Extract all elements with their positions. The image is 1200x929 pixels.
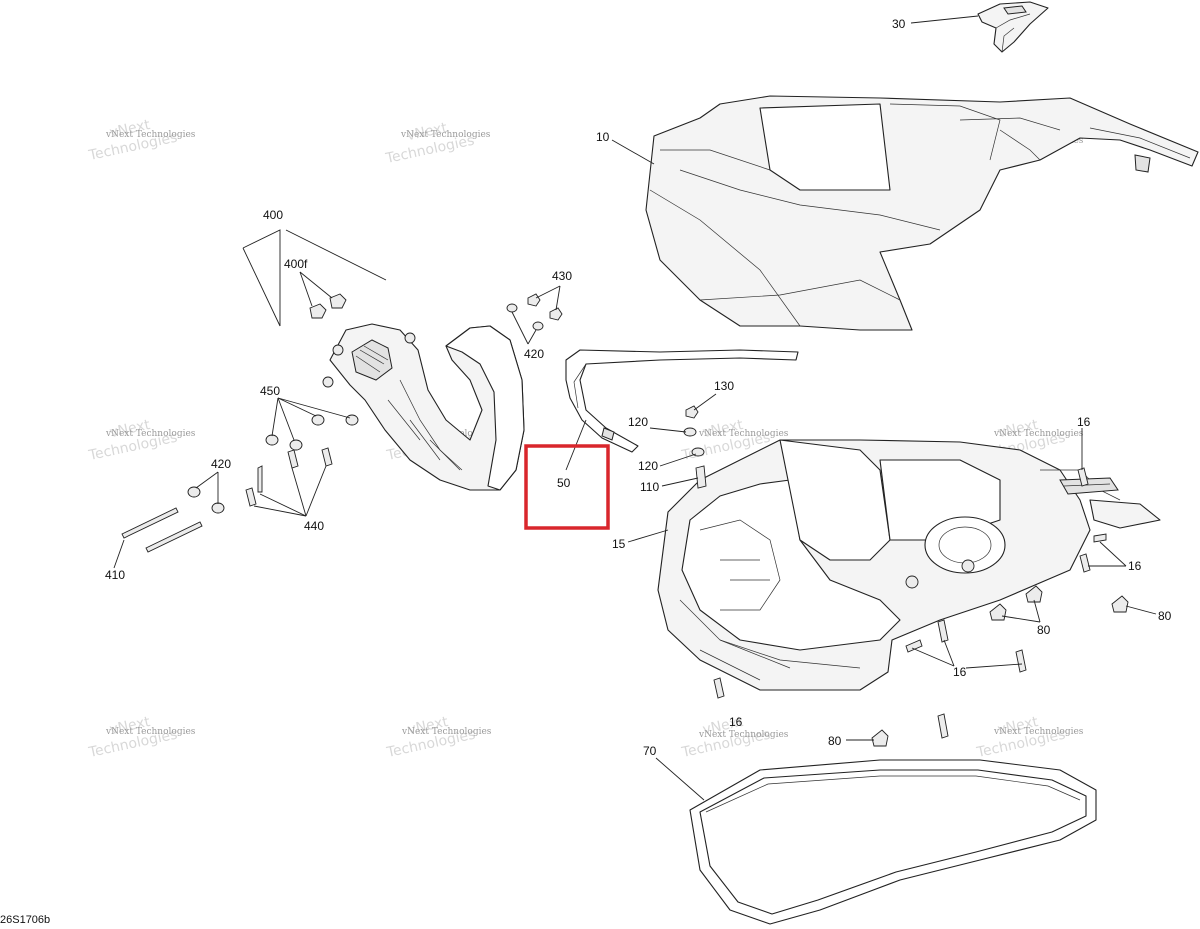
washer-450[interactable] [265, 434, 279, 446]
watermark-text: vNext Technologies [698, 730, 789, 740]
watermark-2: vNext Technologies [384, 120, 476, 167]
callout-120-upper[interactable]: 120 [628, 415, 648, 429]
part-70-seal[interactable] [689, 759, 1097, 925]
screw-16[interactable] [905, 639, 923, 653]
part-10-upper-cover[interactable] [645, 95, 1199, 331]
callout-50[interactable]: 50 [557, 476, 571, 490]
callout-16-top[interactable]: 16 [1077, 415, 1091, 429]
foot-80[interactable] [1025, 585, 1043, 603]
bolt-110[interactable] [695, 465, 707, 489]
screw-16[interactable] [713, 677, 725, 699]
callout-120-lower[interactable]: 120 [638, 459, 658, 473]
callout-440[interactable]: 440 [304, 519, 324, 533]
watermark-text: vNext Technologies [993, 429, 1084, 439]
callout-16-left[interactable]: 16 [729, 715, 743, 729]
callout-30[interactable]: 30 [892, 17, 906, 31]
drawing-code: 26S1706b [0, 914, 50, 926]
callout-400f[interactable]: 400f [284, 257, 308, 271]
leader-lines [113, 15, 1157, 801]
callout-16-middle[interactable]: 16 [953, 665, 967, 679]
callout-70[interactable]: 70 [643, 744, 657, 758]
screw-440[interactable] [321, 447, 333, 467]
foot-80[interactable] [989, 603, 1007, 621]
callout-15[interactable]: 15 [612, 537, 626, 551]
screw-440[interactable] [287, 449, 299, 469]
hardware [121, 293, 1129, 747]
callout-450[interactable]: 450 [260, 384, 280, 398]
screw-16[interactable] [1079, 553, 1091, 573]
foot-80[interactable] [871, 729, 889, 747]
callout-430[interactable]: 430 [552, 269, 572, 283]
screw-16[interactable] [937, 619, 949, 643]
nut-400f[interactable] [329, 293, 347, 309]
callout-420-lower[interactable]: 420 [211, 457, 231, 471]
nut-130[interactable] [685, 405, 699, 419]
bolt-410[interactable] [145, 521, 203, 553]
watermark-text: vNext Technologies [105, 130, 196, 140]
screw-16[interactable] [937, 713, 949, 739]
part-50-trim[interactable] [565, 349, 799, 453]
watermark-text: vNext Technologies [400, 130, 491, 140]
callout-80-right[interactable]: 80 [1158, 609, 1172, 623]
washer-450[interactable] [311, 414, 325, 426]
watermark-text: vNext Technologies [105, 727, 196, 737]
callouts: 30 10 400 400f 430 420 450 420 440 410 5… [0, 17, 1172, 926]
callout-80-bottom[interactable]: 80 [828, 734, 842, 748]
washer-420[interactable] [211, 502, 225, 514]
callout-420-upper[interactable]: 420 [524, 347, 544, 361]
bolt-410[interactable] [121, 507, 179, 539]
watermark-text: vNext Technologies [105, 429, 196, 439]
watermark-text: vNext Technologies [698, 429, 789, 439]
foot-80[interactable] [1111, 595, 1129, 613]
callout-400[interactable]: 400 [263, 208, 283, 222]
watermark-text: vNext Technologies [993, 727, 1084, 737]
watermark-text: vNext Technologies [401, 727, 492, 737]
washer-420[interactable] [187, 486, 201, 498]
callout-130[interactable]: 130 [714, 379, 734, 393]
nut-400f[interactable] [309, 303, 327, 319]
callout-10[interactable]: 10 [596, 130, 610, 144]
callout-80-middle[interactable]: 80 [1037, 623, 1051, 637]
screw-440[interactable] [257, 465, 263, 493]
screw-440[interactable] [245, 487, 257, 507]
screw-16[interactable] [1015, 649, 1027, 673]
part-400-bracket[interactable] [322, 323, 525, 491]
callout-16-right[interactable]: 16 [1128, 559, 1142, 573]
screw-16[interactable] [1093, 533, 1107, 543]
callout-110[interactable]: 110 [640, 480, 659, 494]
highlight-box [524, 444, 610, 530]
part-30-clip[interactable] [977, 1, 1049, 53]
washer-420[interactable] [506, 303, 518, 313]
washer-420[interactable] [532, 321, 544, 331]
part-15-lower-housing[interactable] [657, 439, 1161, 691]
nut-430[interactable] [527, 293, 541, 307]
washer-450[interactable] [345, 414, 359, 426]
callout-410[interactable]: 410 [105, 568, 125, 582]
washer-450[interactable] [289, 439, 303, 451]
